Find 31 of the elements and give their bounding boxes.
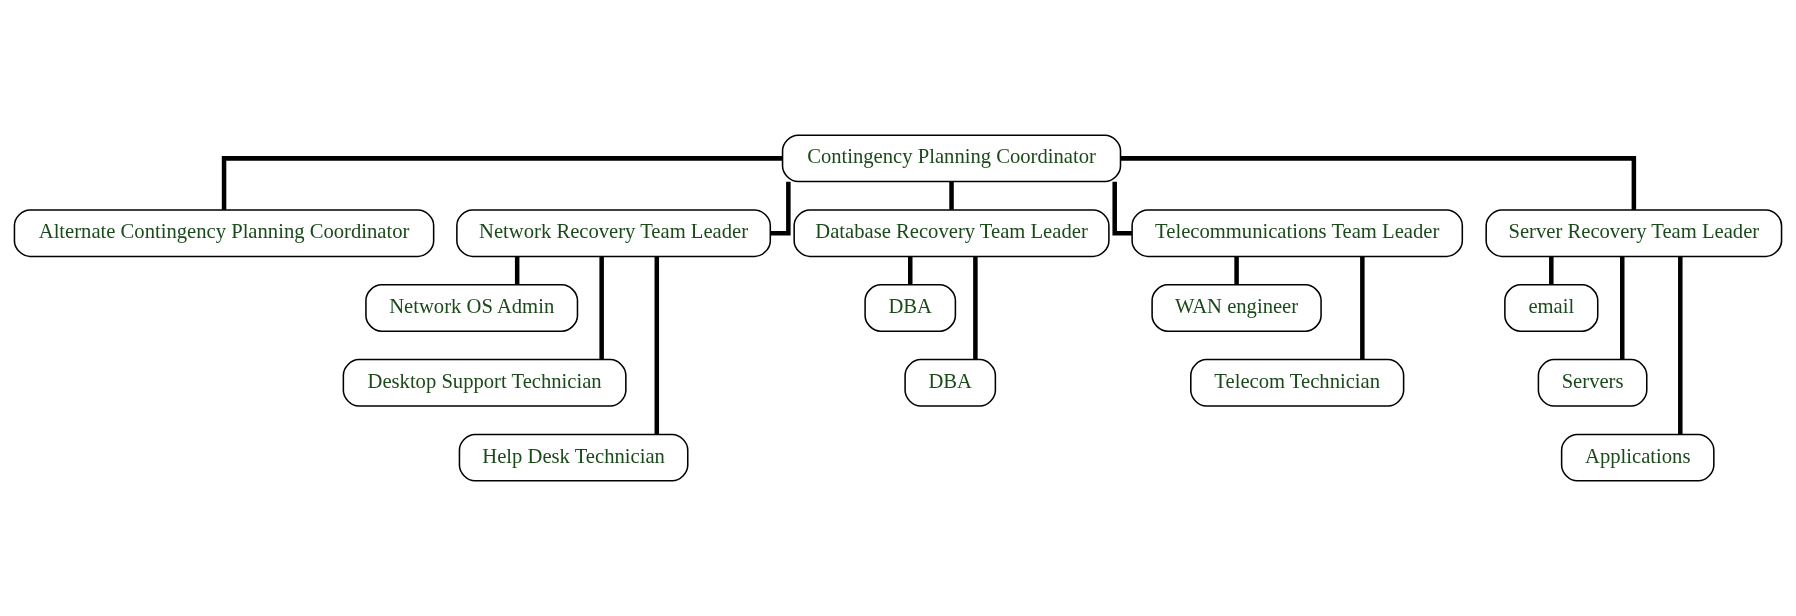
- connector: [1120, 156, 1637, 210]
- node-box: email: [1504, 284, 1599, 332]
- node-box: Telecommunications Team Leader: [1131, 209, 1464, 258]
- node-box: Contingency Planning Coordinator: [781, 134, 1122, 183]
- connector: [221, 156, 783, 210]
- connector: [1620, 256, 1625, 360]
- connector: [949, 181, 954, 210]
- connector: [1549, 256, 1554, 285]
- connector: [1234, 256, 1239, 285]
- connector: [514, 256, 520, 285]
- connector: [1112, 181, 1132, 236]
- node-box: Server Recovery Team Leader: [1485, 209, 1783, 258]
- node-box: Network Recovery Team Leader: [456, 209, 772, 258]
- node-box: Alternate Contingency Planning Coordinator: [13, 209, 435, 258]
- node-box: DBA: [864, 284, 957, 332]
- connector: [973, 256, 978, 360]
- node-box: Desktop Support Technician: [342, 358, 627, 407]
- connector: [654, 256, 660, 435]
- connector: [1678, 256, 1683, 435]
- node-box: Database Recovery Team Leader: [793, 209, 1110, 258]
- node-box: WAN engineer: [1151, 284, 1322, 332]
- connector: [599, 256, 604, 360]
- node-box: Network OS Admin: [365, 284, 579, 332]
- connector: [908, 256, 913, 285]
- node-box: Servers: [1537, 358, 1648, 407]
- node-box: Help Desk Technician: [458, 433, 689, 482]
- connector: [770, 181, 791, 236]
- node-box: Telecom Technician: [1190, 358, 1405, 407]
- node-box: DBA: [904, 358, 997, 407]
- connector: [1360, 256, 1365, 360]
- node-box: Applications: [1560, 433, 1715, 482]
